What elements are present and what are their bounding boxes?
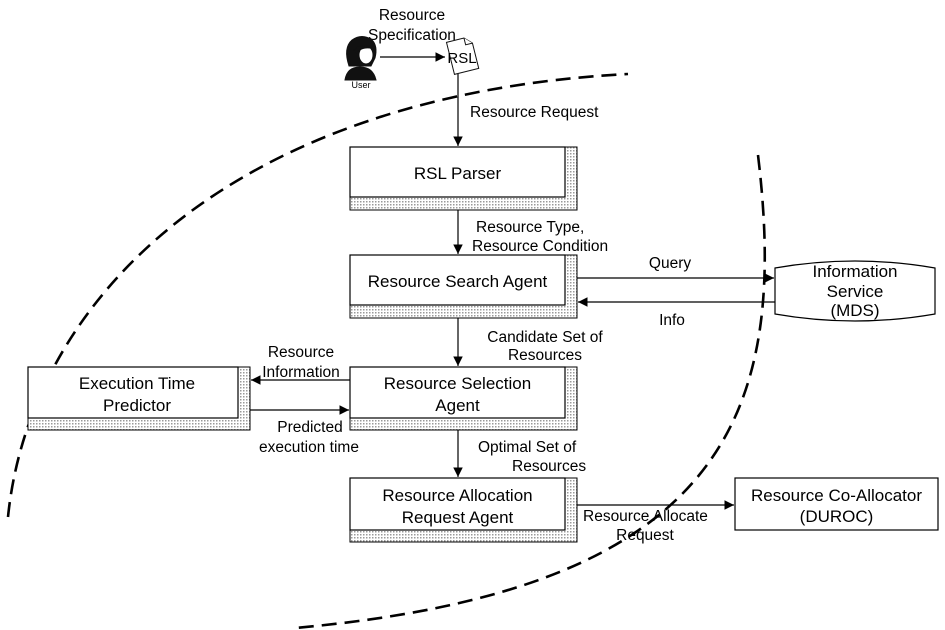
user-label: User <box>351 80 370 90</box>
resource-search-agent-label: Resource Search Agent <box>368 272 548 291</box>
information-service-label-line3: (MDS) <box>830 301 879 320</box>
user-icon <box>344 36 377 81</box>
resource-allocate-request-label-line1: Resource Allocate <box>583 508 708 525</box>
resource-information-label-line1: Resource <box>268 344 334 361</box>
rsl-parser-label: RSL Parser <box>414 164 502 183</box>
info-label: Info <box>659 312 685 329</box>
resource-type-label: Resource Type, <box>476 219 584 236</box>
resource-request-label: Resource Request <box>470 104 599 121</box>
rsl-parser-box: RSL Parser <box>349 146 578 211</box>
information-service-cylinder: Information Service (MDS) <box>774 260 936 322</box>
resource-specification-label-line2: Specification <box>368 27 456 44</box>
execution-time-predictor-box: Execution Time Predictor <box>27 366 251 431</box>
resource-allocation-request-agent-box: Resource Allocation Request Agent <box>349 477 578 543</box>
execution-time-predictor-label-line2: Predictor <box>103 396 171 415</box>
dashed-boundary-curve-right <box>294 154 767 630</box>
rsl-document-label: RSL <box>447 50 476 67</box>
resource-co-allocator-box: Resource Co-Allocator (DUROC) <box>734 477 939 531</box>
resource-selection-agent-label-line1: Resource Selection <box>384 374 531 393</box>
candidate-set-label-line1: Candidate Set of <box>487 329 603 346</box>
document-icon <box>445 37 480 76</box>
resource-allocation-request-agent-label-line1: Resource Allocation <box>382 486 532 505</box>
resource-co-allocator-label-line1: Resource Co-Allocator <box>751 486 922 505</box>
predicted-execution-time-label-line1: Predicted <box>277 419 342 436</box>
resource-information-label-line2: Information <box>262 364 340 381</box>
resource-search-agent-box: Resource Search Agent <box>349 254 578 319</box>
execution-time-predictor-label-line1: Execution Time <box>79 374 195 393</box>
query-label: Query <box>649 255 691 272</box>
resource-co-allocator-label-line2: (DUROC) <box>800 507 874 526</box>
candidate-set-label-line2: Resources <box>508 347 582 364</box>
optimal-set-label-line2: Resources <box>512 458 586 475</box>
resource-condition-label: Resource Condition <box>472 238 608 255</box>
information-service-label-line2: Service <box>827 282 884 301</box>
information-service-label-line1: Information <box>812 262 897 281</box>
resource-specification-label-line1: Resource <box>379 7 445 24</box>
predicted-execution-time-label-line2: execution time <box>259 439 359 456</box>
optimal-set-label-line1: Optimal Set of <box>478 439 577 456</box>
resource-allocate-request-label-line2: Request <box>616 527 674 544</box>
resource-selection-agent-box: Resource Selection Agent <box>349 366 578 431</box>
resource-selection-agent-label-line2: Agent <box>435 396 480 415</box>
resource-allocation-request-agent-label-line2: Request Agent <box>402 508 514 527</box>
